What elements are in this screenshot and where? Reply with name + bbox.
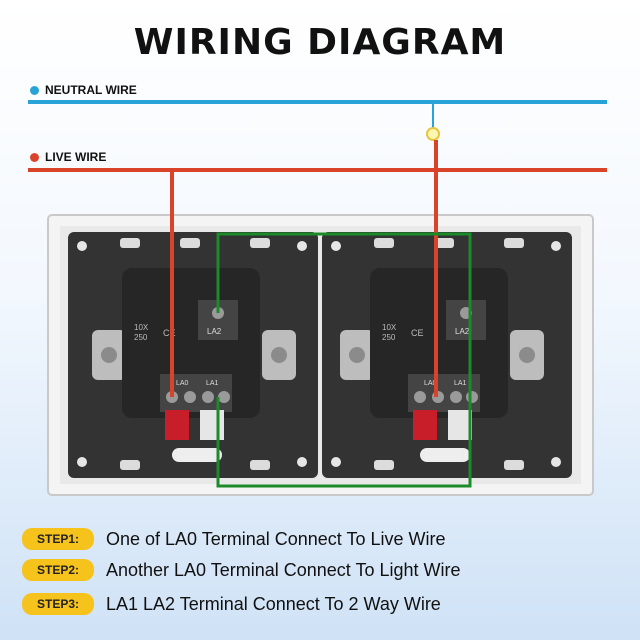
screw-hole [331, 457, 341, 467]
la1-screw-a [450, 391, 462, 403]
la1-screw-a [202, 391, 214, 403]
screw-hole [77, 241, 87, 251]
la0-release-tab [165, 410, 189, 440]
la0-screw-b [184, 391, 196, 403]
clip [250, 460, 270, 470]
la1-release-tab [448, 410, 472, 440]
clip [180, 238, 200, 248]
clip [120, 238, 140, 248]
step-3-badge: STEP3: [22, 593, 94, 615]
ce-mark: CE [163, 328, 176, 338]
step-2-badge: STEP2: [22, 559, 94, 581]
rating-line2: 250 [134, 333, 148, 342]
step-1-text: One of LA0 Terminal Connect To Live Wire [106, 528, 446, 549]
step-1-badge: STEP1: [22, 528, 94, 550]
page-title: WIRING DIAGRAM [133, 22, 507, 63]
switch-module-left: LA2 10X 250 CE LA0 LA1 [68, 232, 318, 478]
la1-release-tab [200, 410, 224, 440]
live-wire-text: LIVE WIRE [45, 150, 107, 164]
rating-line1: 10X [134, 323, 149, 332]
two-way-wire-2 [216, 232, 472, 397]
mount-screw [349, 347, 365, 363]
la0-screw-a [414, 391, 426, 403]
la1-label: LA1 [206, 380, 219, 387]
step-2: STEP2: Another LA0 Terminal Connect To L… [22, 559, 461, 581]
clip [504, 460, 524, 470]
la2-label: LA2 [207, 327, 222, 336]
rocker-slot [172, 448, 222, 462]
two-way-wire-1 [216, 313, 472, 488]
screw-hole [297, 457, 307, 467]
la0-label: LA0 [176, 380, 189, 387]
live-dot-icon [30, 152, 39, 162]
clip [374, 460, 394, 470]
rating-line2: 250 [382, 333, 396, 342]
la1-screw-b [218, 391, 230, 403]
screw-hole [297, 241, 307, 251]
mount-screw [519, 347, 535, 363]
rocker-slot [420, 448, 470, 462]
mount-screw [271, 347, 287, 363]
clip [250, 238, 270, 248]
la2-terminal [446, 300, 486, 340]
step-1: STEP1: One of LA0 Terminal Connect To Li… [22, 528, 446, 550]
neutral-wire-label: NEUTRAL WIRE [30, 83, 137, 97]
step-3-text: LA1 LA2 Terminal Connect To 2 Way Wire [106, 593, 441, 614]
ce-mark: CE [411, 328, 424, 338]
mount-screw [101, 347, 117, 363]
clip [434, 238, 454, 248]
la2-label: LA2 [455, 327, 470, 336]
la1-screw-b [466, 391, 478, 403]
rating-line1: 10X [382, 323, 397, 332]
screw-hole [77, 457, 87, 467]
la0-label: LA0 [424, 380, 437, 387]
neutral-dot-icon [30, 85, 39, 95]
switch-module-right: LA2 10X 250 CE LA0 LA1 [322, 232, 572, 478]
la0-release-tab [413, 410, 437, 440]
clip [504, 238, 524, 248]
screw-hole [551, 241, 561, 251]
step-2-text: Another LA0 Terminal Connect To Light Wi… [106, 559, 461, 580]
neutral-wire-text: NEUTRAL WIRE [45, 83, 137, 97]
screw-hole [551, 457, 561, 467]
lamp-icon [426, 127, 440, 141]
clip [120, 460, 140, 470]
clip [374, 238, 394, 248]
step-3: STEP3: LA1 LA2 Terminal Connect To 2 Way… [22, 593, 441, 615]
screw-hole [331, 241, 341, 251]
la1-label: LA1 [454, 380, 467, 387]
live-wire-label: LIVE WIRE [30, 150, 106, 164]
